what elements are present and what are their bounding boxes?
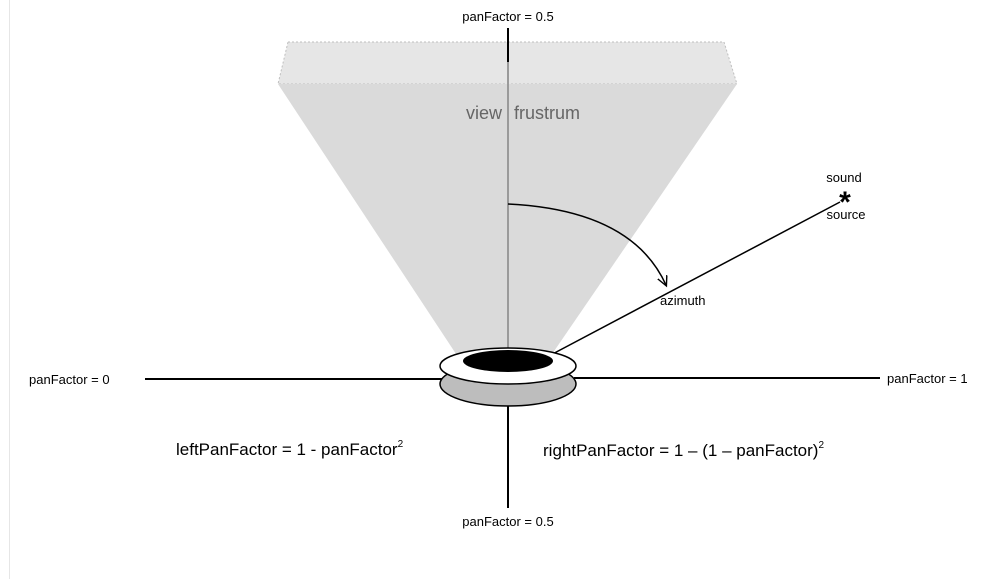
right-formula-exponent: 2: [818, 440, 824, 451]
top-pan-label: panFactor = 0.5: [462, 9, 553, 24]
right-pan-formula: rightPanFactor = 1 – (1 – panFactor)2: [543, 440, 824, 460]
sound-label: sound: [826, 170, 861, 185]
azimuth-label: azimuth: [660, 293, 706, 308]
left-formula-exponent: 2: [398, 439, 404, 450]
source-label: source: [826, 207, 865, 222]
left-formula-text: leftPanFactor = 1 - panFactor: [176, 440, 398, 459]
bottom-pan-label: panFactor = 0.5: [462, 514, 553, 529]
left-pan-formula: leftPanFactor = 1 - panFactor2: [176, 439, 404, 459]
view-label: view: [466, 103, 503, 123]
left-pan-label: panFactor = 0: [29, 372, 110, 387]
right-formula-text: rightPanFactor = 1 – (1 – panFactor): [543, 441, 818, 460]
right-pan-label: panFactor = 1: [887, 371, 968, 386]
listener-head-center: [463, 350, 553, 372]
frustrum-label: frustrum: [514, 103, 580, 123]
